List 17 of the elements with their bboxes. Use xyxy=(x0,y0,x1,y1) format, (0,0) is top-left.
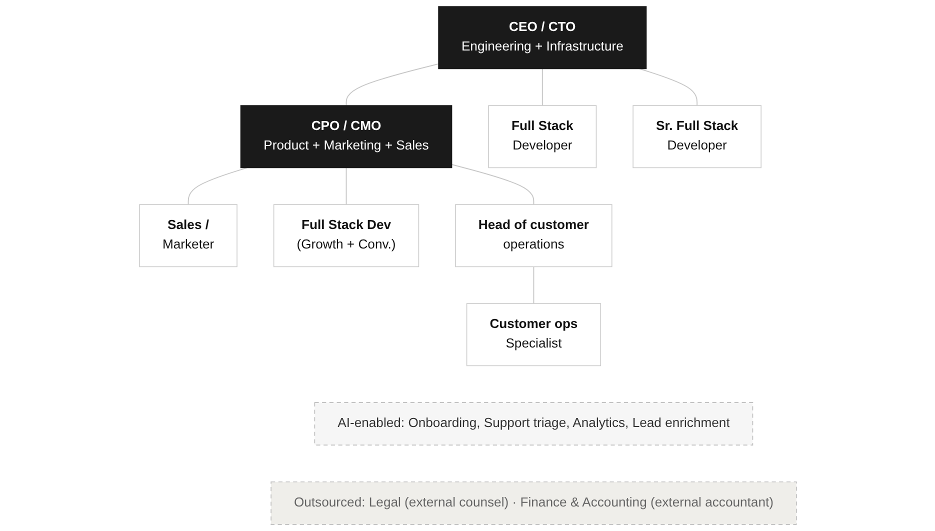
connector xyxy=(532,266,534,304)
node-box: Sales / Marketer xyxy=(138,204,237,268)
node-box: Customer ops Specialist xyxy=(466,303,601,366)
node-box: Sr. Full Stack Developer xyxy=(632,105,762,168)
node-box: Full Stack Developer xyxy=(488,105,596,168)
connector xyxy=(638,68,698,106)
node-box: Head of customer operations xyxy=(454,204,612,268)
node-box: CEO / CTO Engineering + Infrastructure xyxy=(438,6,646,70)
node-box: CPO / CMO Product + Marketing + Sales xyxy=(240,105,452,168)
connector xyxy=(450,164,534,206)
node-box: Outsourced: Legal (external counsel) · Finance & Accounting (external accountant) xyxy=(270,481,796,525)
node-box: AI-enabled: Onboarding, Support triage, Analytics, Lead enrichment xyxy=(314,402,753,446)
connector xyxy=(187,167,248,206)
connector xyxy=(345,167,346,206)
connector xyxy=(541,68,542,106)
node-box: Full Stack Dev (Growth + Conv.) xyxy=(272,204,419,268)
connector xyxy=(345,63,439,106)
